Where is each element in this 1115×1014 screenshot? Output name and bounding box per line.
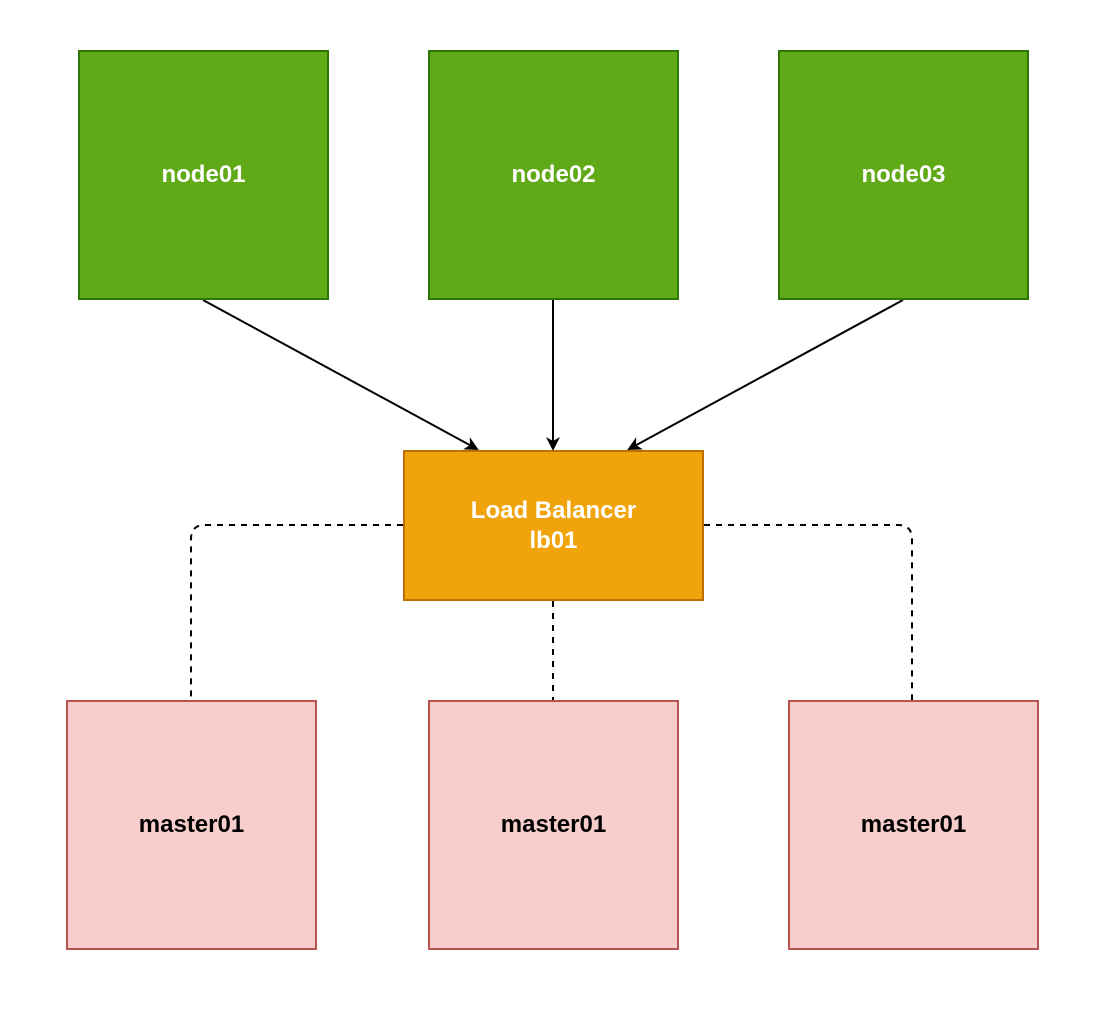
edge-node01-to-lb[interactable] <box>202 299 479 450</box>
master-box-right[interactable]: master01 <box>788 700 1039 950</box>
node02-box[interactable]: node02 <box>428 50 679 300</box>
node03-label: node03 <box>861 161 946 188</box>
node03-box[interactable]: node03 <box>778 50 1029 300</box>
load-balancer-title: Load Balancer <box>470 496 637 524</box>
node02-label: node02 <box>511 161 596 188</box>
master-center-label: master01 <box>500 811 607 838</box>
load-balancer-name: lb01 <box>529 526 578 554</box>
edge-node03-to-lb[interactable] <box>627 299 904 450</box>
load-balancer-box[interactable]: Load Balancer lb01 <box>403 450 704 601</box>
master-left-label: master01 <box>138 811 245 838</box>
master-box-center[interactable]: master01 <box>428 700 679 950</box>
edge-lb-to-master-right[interactable] <box>704 524 913 700</box>
master-right-label: master01 <box>860 811 967 838</box>
edge-lb-to-master-left[interactable] <box>190 524 403 700</box>
master-box-left[interactable]: master01 <box>66 700 317 950</box>
node01-box[interactable]: node01 <box>78 50 329 300</box>
node01-label: node01 <box>161 161 246 188</box>
